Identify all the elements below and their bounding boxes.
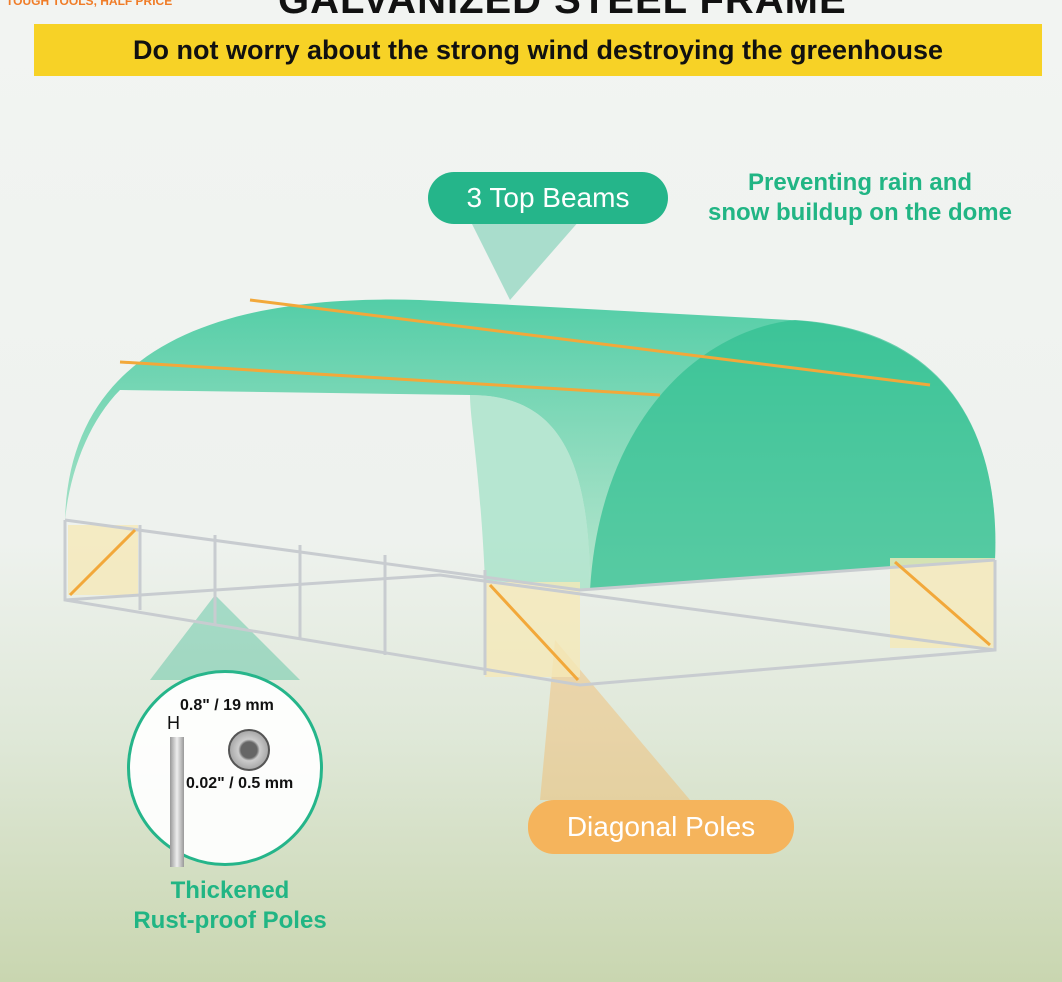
poles-pointer (150, 595, 300, 680)
greenhouse-end-wall (590, 320, 996, 590)
frame-poles (63, 518, 997, 687)
note-line: Rust-proof Poles (133, 907, 327, 934)
diameter-spec: 0.8" / 19 mm (180, 697, 274, 714)
pole-detail-circle: 0.8" / 19 mm H 0.02" / 0.5 mm (127, 670, 323, 867)
diagonal-poles (68, 298, 991, 682)
banner: Do not worry about the strong wind destr… (34, 24, 1042, 76)
page-title: GALVANIZED STEEL FRAME (278, 0, 847, 22)
top-beams-label: 3 Top Beams (428, 172, 668, 224)
note-line: snow buildup on the dome (708, 199, 1012, 226)
brand-tagline: TOUGH TOOLS, HALF PRICE (6, 0, 173, 8)
top-beams-pointer (470, 220, 580, 300)
note-line: Thickened (170, 877, 290, 904)
dimension-icon: H (167, 713, 180, 733)
note-line: Preventing rain and (747, 169, 973, 196)
top-beams-note: Preventing rain and snow buildup on the … (670, 168, 1050, 228)
poles-note: Thickened Rust-proof Poles (95, 876, 365, 936)
pipe-section-icon (228, 729, 270, 771)
pole-icon (170, 737, 184, 867)
diagonal-poles-label: Diagonal Poles (528, 800, 794, 854)
thickness-spec: 0.02" / 0.5 mm (186, 775, 294, 792)
